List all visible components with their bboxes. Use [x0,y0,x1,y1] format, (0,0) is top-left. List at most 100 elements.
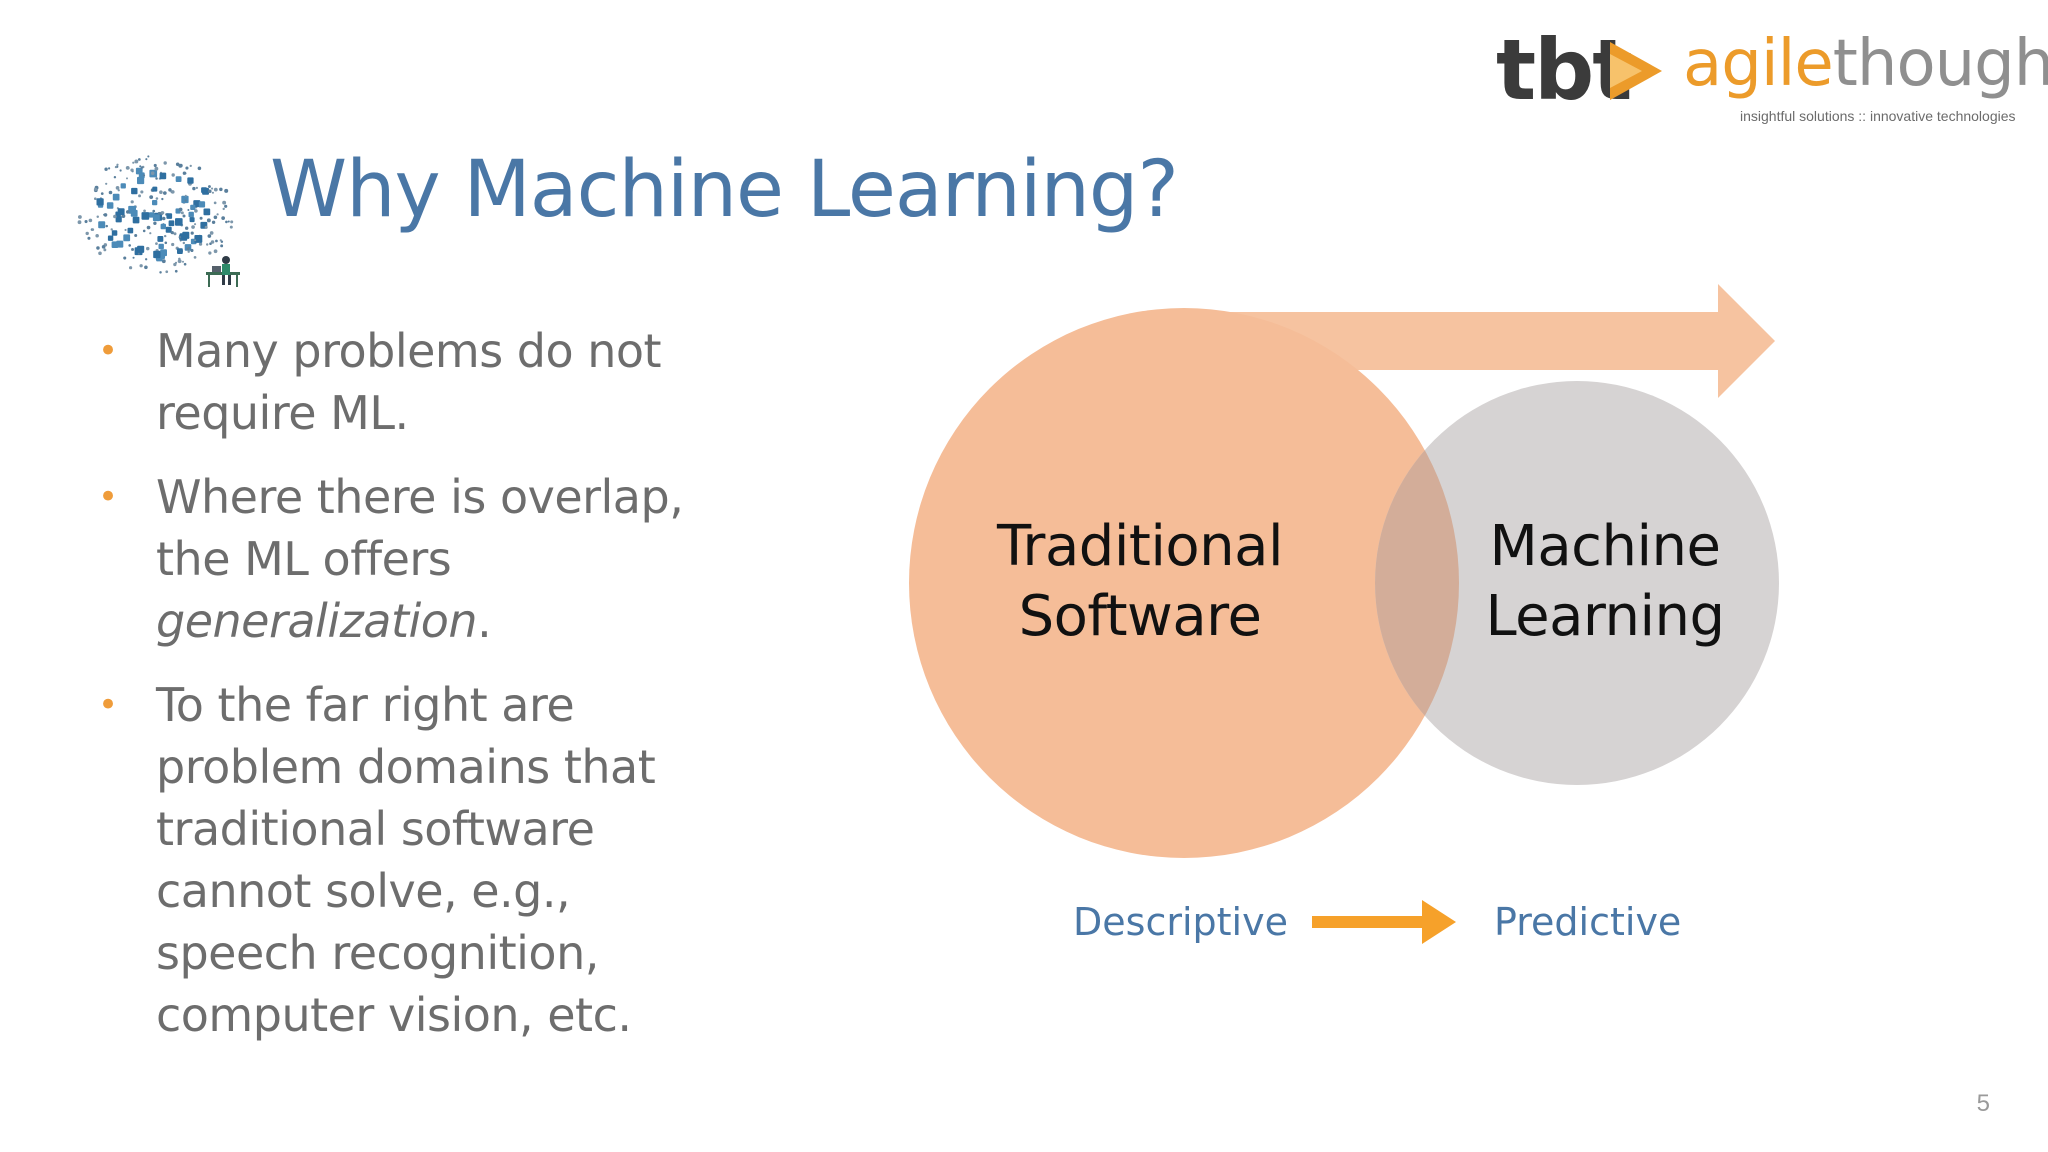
brain-node [187,209,190,211]
brain-node [152,200,158,206]
brain-node [188,211,194,218]
brain-node [78,215,82,219]
brain-node [87,236,91,240]
brain-node [222,207,225,211]
brain-node [137,245,145,253]
brain-node [213,215,218,220]
bullet-list: • Many problems do not require ML. • Whe… [96,320,736,1068]
brain-node [160,254,165,259]
logo-tbt-text: tbt [1496,21,1632,119]
brain-node [211,191,214,194]
bullet-emphasis: generalization [156,594,478,648]
brain-node [96,246,100,250]
brain-node [168,220,175,227]
brain-node [175,176,182,182]
brain-node [191,225,195,229]
logo-agilethought-text: agilethought [1683,32,2048,96]
brain-node [155,242,158,245]
brain-node [132,161,135,164]
brain-node [98,221,106,229]
brain-node [115,216,122,223]
brain-node [199,216,203,220]
brain-node [198,201,206,208]
brain-node [224,204,228,208]
brain-node [113,214,117,219]
brain-node [185,226,189,230]
brain-node [194,239,197,242]
bullet-item: • To the far right are problem domains t… [96,674,736,1046]
brain-node [164,241,168,245]
brain-node [105,182,108,185]
brain-node [207,234,212,238]
brain-node [117,189,120,192]
brain-node [128,244,131,247]
brain-node [96,198,104,206]
brain-node [103,213,106,216]
brain-node [149,232,152,235]
brain-node [115,186,120,190]
brain-node [180,211,184,215]
brain-node [130,200,134,204]
brain-node [198,242,203,246]
brain-node [219,239,222,242]
brain-node [201,187,207,193]
brain-node [140,190,144,194]
brain-node [108,167,111,170]
right-arrow-icon [1312,900,1456,944]
brain-node [84,220,88,224]
bullet-dot-icon: • [98,477,118,517]
brain-node [165,270,169,274]
brain-node [171,242,175,247]
brain-node [134,234,138,237]
brain-node [146,246,150,251]
brain-node [185,166,189,170]
brain-node [192,186,196,191]
brain-node [98,251,102,256]
brain-node [132,256,135,259]
brain-node [100,192,104,195]
brain-node [211,220,216,224]
brain-node [77,220,82,225]
brain-node [193,256,197,259]
brain-node [206,218,211,223]
company-logo: tbt agilethought insightful solutions ::… [1490,21,2048,128]
brain-node [184,199,187,202]
brain-node [93,187,98,191]
brain-node [117,208,125,215]
brain-node [142,229,146,233]
brain-node [208,251,212,255]
brain-node [91,228,95,231]
brain-node [190,231,194,235]
brain-node [203,208,211,216]
brain-node [220,244,224,248]
machine-learning-label: Machine Learning [1460,512,1750,652]
brain-node [123,256,127,260]
brain-node [110,228,113,231]
brain-node [222,200,227,205]
brain-node [152,214,160,222]
logo-thought-part: thought [1832,27,2048,101]
brain-node [128,205,136,214]
brain-node [163,191,167,195]
brain-node [175,218,183,226]
brain-node [183,262,187,266]
brain-node [170,231,174,235]
brain-node [181,195,189,204]
brain-node [157,211,161,215]
page-title: Why Machine Learning? [270,145,1179,235]
brain-node [159,190,163,194]
bullet-dot-icon: • [98,685,118,725]
brain-node [171,173,175,177]
brain-node [216,213,219,216]
bullet-text-end: . [477,594,492,648]
brain-node [134,159,139,164]
brain-node [229,225,233,229]
brain-node [152,209,156,213]
brain-node [178,257,181,261]
brain-node [225,220,228,224]
brain-node [148,212,155,218]
brain-node [149,195,154,199]
brain-node [161,259,166,264]
brain-node [145,158,148,161]
brain-node [137,252,140,255]
